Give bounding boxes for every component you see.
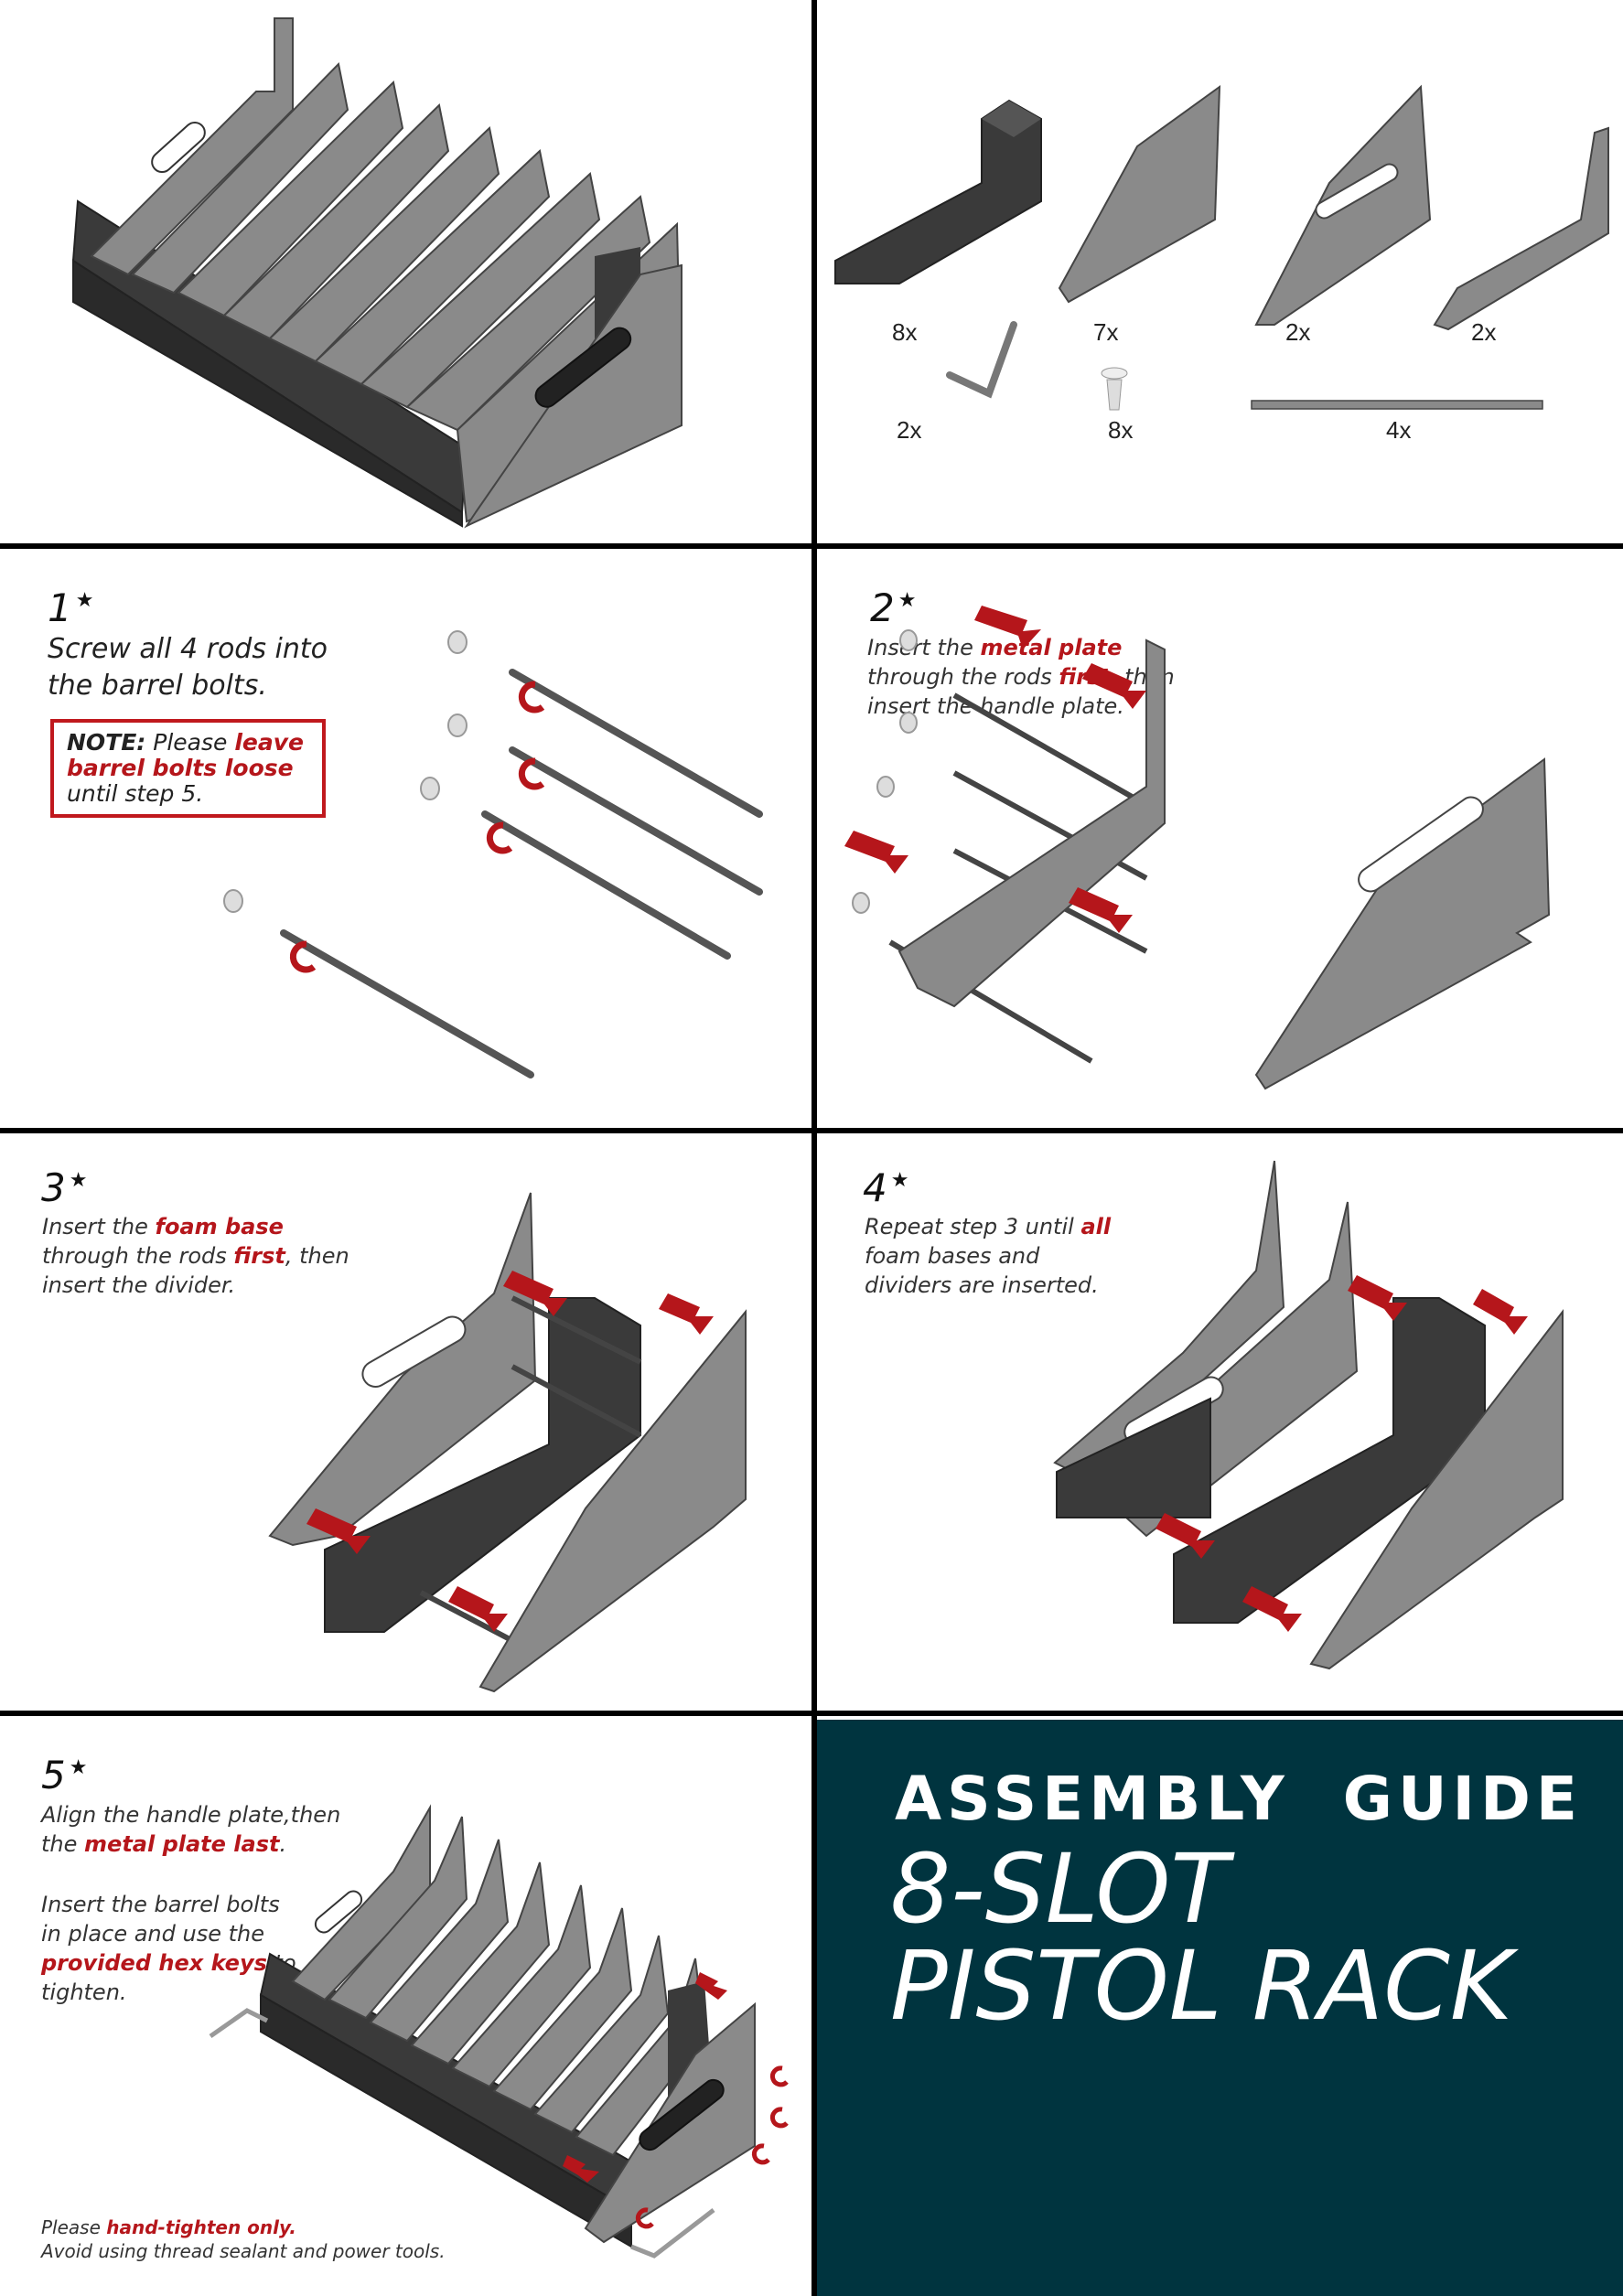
step5-illustration: [209, 1804, 789, 2258]
step3-panel: 3★ Insert the foam base through the rods…: [0, 1133, 812, 1711]
step1-note: NOTE: Please leave barrel bolts loose un…: [50, 719, 326, 818]
assembly-guide-label: ASSEMBLY GUIDE: [895, 1764, 1583, 1834]
foam-base-qty: 8x: [892, 318, 918, 346]
step1-text: Screw all 4 rods into the barrel bolts.: [48, 633, 328, 702]
vertical-divider: [812, 0, 817, 2296]
step3-illustration: [268, 1192, 747, 1693]
step2-illustration: [844, 606, 1551, 1090]
step4-text: Repeat step 3 until all foam bases and d…: [865, 1214, 1112, 1298]
step2-panel: 2★ Insert the metal plate through the ro…: [817, 549, 1623, 1128]
step3-number: 3★: [41, 1165, 88, 1210]
parts-panel: 8x 7x 2x 2x 2x 8x 4x: [817, 0, 1623, 543]
step4-panel: 4★ Repeat step 3 until all foam bases an…: [817, 1133, 1623, 1711]
title-line-2: PISTOL RACK: [890, 1930, 1513, 2042]
step5-footer-note: Please hand-tighten only. Avoid using th…: [41, 2216, 446, 2262]
horizontal-divider-3: [0, 1711, 1623, 1716]
step3-text: Insert the foam base through the rods fi…: [42, 1214, 349, 1298]
step5-text-1: Align the handle plate,then the metal pl…: [41, 1802, 341, 1857]
step5-text-2: Insert the barrel bolts in place and use…: [41, 1892, 296, 2005]
step1-panel: 1★ Screw all 4 rods into the barrel bolt…: [0, 549, 812, 1128]
assembled-rack-illustration: [71, 17, 683, 529]
metal-plate-qty: 2x: [1471, 318, 1497, 346]
handle-plate-qty: 2x: [1285, 318, 1311, 346]
horizontal-divider-2: [0, 1128, 1623, 1133]
step4-illustration: [1053, 1160, 1564, 1670]
barrel-bolt-qty: 8x: [1108, 416, 1134, 444]
parts-illustration: [834, 84, 1609, 411]
step1-illustration: [223, 630, 763, 1078]
step1-number: 1★: [48, 585, 94, 630]
divider-qty: 7x: [1093, 318, 1119, 346]
step5-number: 5★: [41, 1753, 88, 1797]
title-panel: ASSEMBLY GUIDE 8-SLOT PISTOL RACK: [817, 1720, 1623, 2296]
assembled-rack-panel: [0, 0, 812, 543]
hex-key-qty: 2x: [897, 416, 922, 444]
rod-qty: 4x: [1386, 416, 1412, 444]
step5-panel: 5★ Align the handle plate,then the metal…: [0, 1716, 812, 2296]
title-line-1: 8-SLOT: [890, 1833, 1229, 1945]
horizontal-divider-1: [0, 543, 1623, 549]
step4-number: 4★: [863, 1165, 909, 1210]
step2-number: 2★: [870, 585, 917, 630]
